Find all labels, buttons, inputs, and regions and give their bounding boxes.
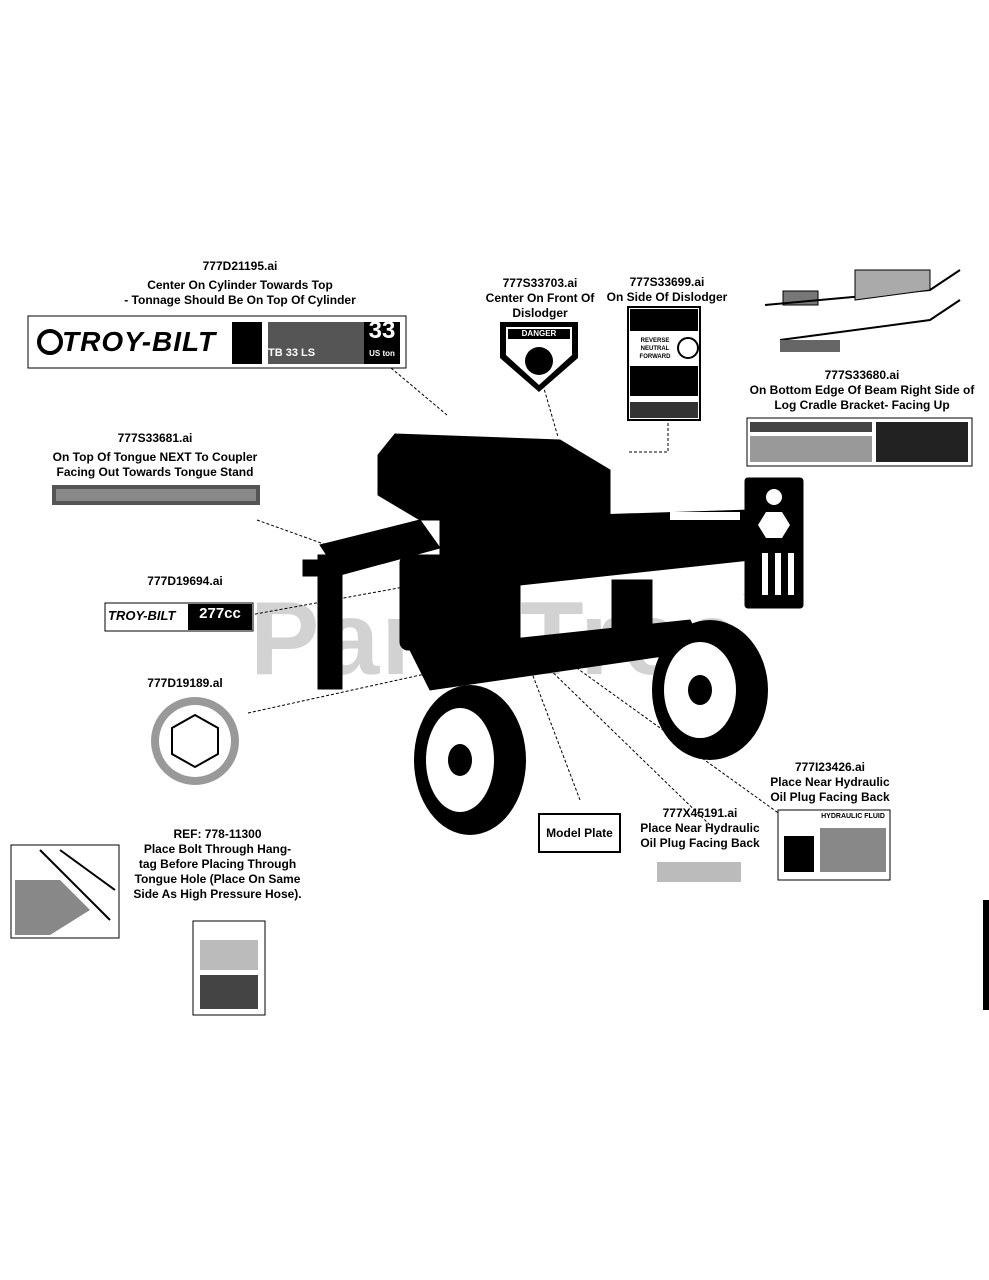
tonnage-number: 33 [368, 317, 396, 344]
hang-tag-line2: tag Before Placing Through [138, 857, 297, 871]
hydraulic-fluid-decal [777, 809, 891, 881]
dislodger-word-reverse: REVERSE [640, 338, 670, 344]
tonnage-decal [27, 315, 407, 369]
page-edge-mark [983, 900, 989, 1010]
engine-part: 777D19694.ai [147, 574, 223, 588]
dislodger-word-forward: FORWARD [639, 354, 671, 360]
danger-callout: 777S33703.ai Center On Front Of Dislodge… [478, 276, 602, 321]
hydraulic-fluid-line1: Place Near Hydraulic [770, 775, 890, 789]
beam-decal [746, 417, 973, 467]
hex-callout: 777D19189.al [130, 676, 240, 691]
danger-badge-text: DANGER [521, 329, 557, 338]
tonnage-line1: Center On Cylinder Towards Top [147, 278, 333, 292]
hex-part: 777D19189.al [147, 676, 223, 690]
engine-brand-text: TROY-BILT [108, 608, 176, 623]
hex-decal [151, 697, 239, 785]
dislodger-word-neutral: NEUTRAL [640, 346, 670, 352]
beam-inset-drawing [764, 269, 961, 352]
hydraulic-fluid-line2: Oil Plug Facing Back [770, 790, 890, 804]
beam-edge-part: 777S33680.ai [824, 368, 900, 382]
tonnage-unit: US ton [369, 349, 395, 358]
beam-edge-line2: Log Cradle Bracket- Facing Up [774, 398, 950, 412]
dislodger-side-line1: On Side Of Dislodger [606, 290, 728, 304]
model-plate: Model Plate [538, 813, 621, 853]
dislodger-side-part: 777S33699.ai [629, 275, 705, 289]
tonnage-part: 777D21195.ai [202, 259, 278, 273]
hang-tag-card [192, 920, 266, 1016]
right-wheel [652, 620, 768, 760]
dislodger-side-decal [627, 306, 701, 421]
splitter-body [302, 433, 804, 691]
tonnage-callout: 777D21195.ai Center On Cylinder Towards … [110, 259, 370, 308]
beam-edge-callout: 777S33680.ai On Bottom Edge Of Beam Righ… [742, 368, 982, 413]
hydraulic-fluid-callout: 777I23426.ai Place Near Hydraulic Oil Pl… [760, 760, 900, 805]
dislodger-side-callout: 777S33699.ai On Side Of Dislodger [600, 275, 734, 305]
oil-plug-line1: Place Near Hydraulic [640, 821, 760, 835]
tongue-top-line2: Facing Out Towards Tongue Stand [56, 465, 254, 479]
danger-line1: Center On Front Of [485, 291, 595, 305]
left-wheel [414, 685, 526, 835]
oil-plug-part: 777X45191.ai [662, 806, 738, 820]
tongue-top-line1: On Top Of Tongue NEXT To Coupler [52, 450, 258, 464]
hydraulic-fluid-heading: HYDRAULIC FLUID [821, 813, 885, 820]
oil-plug-decal [657, 862, 741, 882]
beam-edge-line1: On Bottom Edge Of Beam Right Side of [749, 383, 975, 397]
hang-tag-line1: Place Bolt Through Hang- [143, 842, 292, 856]
hydraulic-fluid-part: 777I23426.ai [794, 760, 866, 774]
engine-cc-text: 277cc [199, 605, 241, 622]
hang-tag-ref: REF: 778-11300 [173, 827, 262, 841]
hang-tag-line4: Side As High Pressure Hose). [133, 887, 302, 901]
tonnage-model-text: TB 33 LS [268, 347, 316, 359]
tongue-top-callout: 777S33681.ai On Top Of Tongue NEXT To Co… [30, 431, 280, 480]
hang-tag-line3: Tongue Hole (Place On Same [134, 872, 301, 886]
danger-line2: Dislodger [512, 306, 568, 320]
tonnage-line2: - Tonnage Should Be On Top Of Cylinder [124, 293, 356, 307]
troybilt-logo: TROY-BILT [62, 326, 217, 357]
wedge-plate-holes [758, 489, 794, 595]
danger-part: 777S33703.ai [502, 276, 578, 290]
engine-callout: 777D19694.ai [130, 574, 240, 589]
hang-tag-callout: REF: 778-11300 Place Bolt Through Hang- … [120, 827, 315, 902]
oil-plug-callout: 777X45191.ai Place Near Hydraulic Oil Pl… [630, 806, 770, 851]
hang-tag-inset-drawing [10, 844, 120, 939]
tongue-top-part: 777S33681.ai [117, 431, 193, 445]
engine-decal [104, 602, 254, 632]
model-plate-label: Model Plate [546, 826, 613, 840]
danger-shield-decal [500, 322, 578, 392]
tongue-decal [52, 485, 260, 505]
oil-plug-line2: Oil Plug Facing Back [640, 836, 760, 850]
